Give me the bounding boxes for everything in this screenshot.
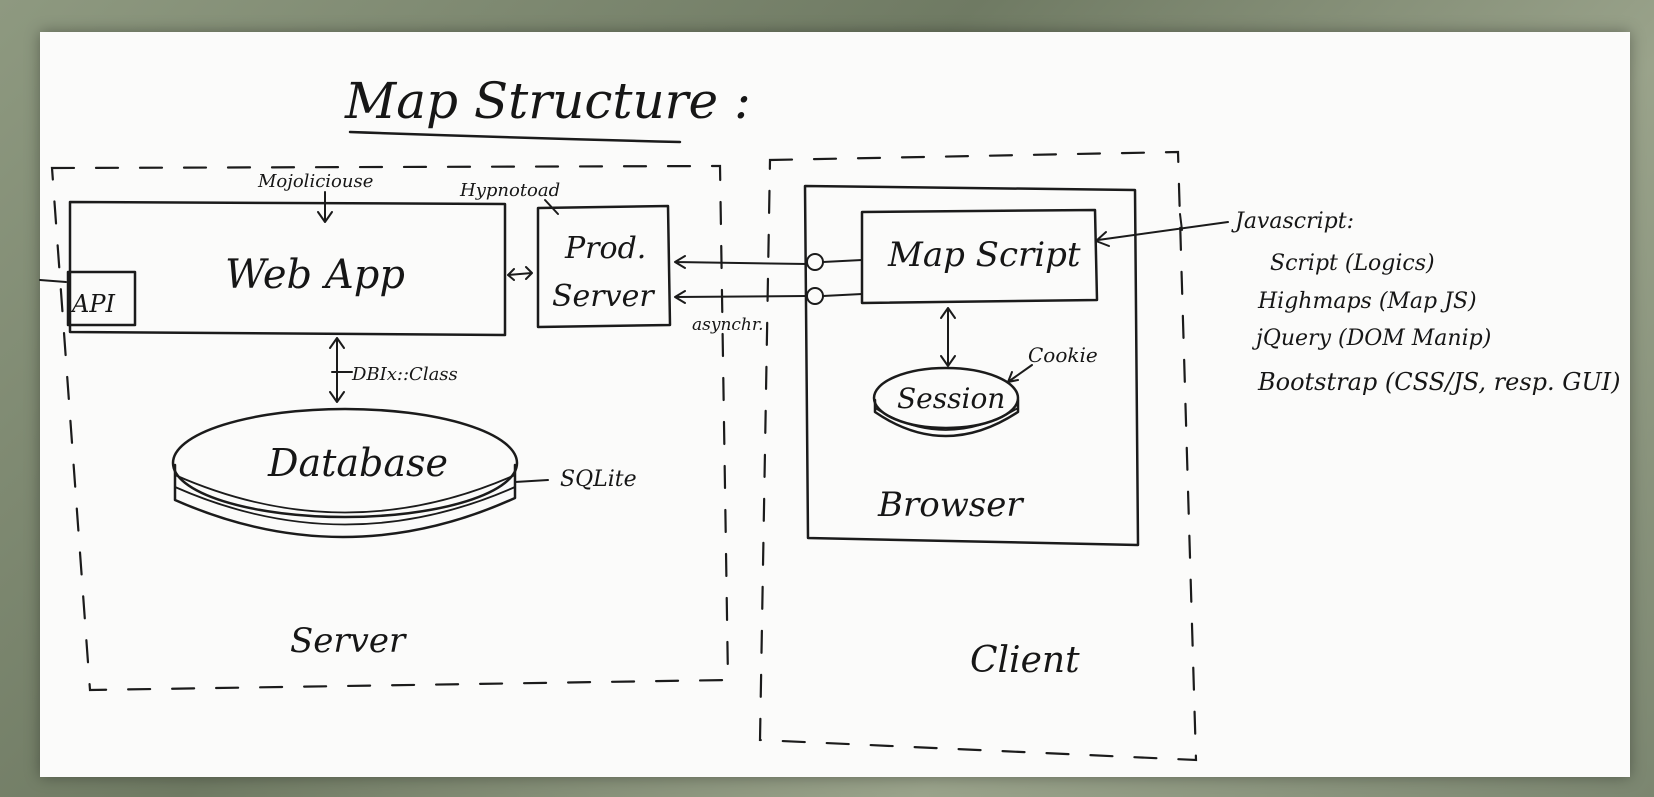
web-app-label: Web App [225,252,405,298]
port-connectors [823,260,862,296]
dbix-label: DBIx::Class [351,364,458,385]
browser-port-icon [807,288,823,304]
mapscript-session-arrow [941,308,955,366]
javascript-heading: Javascript: [1231,209,1354,234]
webapp-database-arrow [330,338,344,402]
session-label: Session [897,382,1005,415]
javascript-item: jQuery (DOM Manip) [1251,326,1491,351]
api-label: API [70,290,115,318]
hypnotoad-label: Hypnotoad [459,180,560,201]
async-label: asynchr. [692,315,764,335]
browser-label: Browser [877,485,1024,525]
sqlite-label: SQLite [560,467,637,492]
server-zone-label: Server [290,621,407,661]
mojolicious-arrow [318,192,332,222]
cookie-arrow [1008,365,1032,382]
javascript-item: Highmaps (Map JS) [1257,289,1477,314]
map-script-label: Map Script [887,235,1081,275]
diagram-title: Map Structure : [344,72,751,130]
mojolicious-label: Mojoliciouse [257,171,373,192]
client-zone-label: Client [970,640,1080,681]
sqlite-connector [515,480,548,482]
webapp-prodserver-arrow [508,267,532,280]
javascript-arrow [1096,222,1228,246]
api-connector [40,280,66,282]
browser-port-icon [807,254,823,270]
async-arrow-bottom [675,291,807,303]
prod-server-line2: Server [552,279,655,314]
async-arrow-top [675,256,807,268]
database-label: Database [267,441,448,485]
prod-server-line1: Prod. [564,231,646,266]
javascript-item: Bootstrap (CSS/JS, resp. GUI) [1257,368,1621,396]
title-underline [350,132,680,142]
javascript-item: Script (Logics) [1270,251,1435,276]
cookie-label: Cookie [1028,343,1098,367]
